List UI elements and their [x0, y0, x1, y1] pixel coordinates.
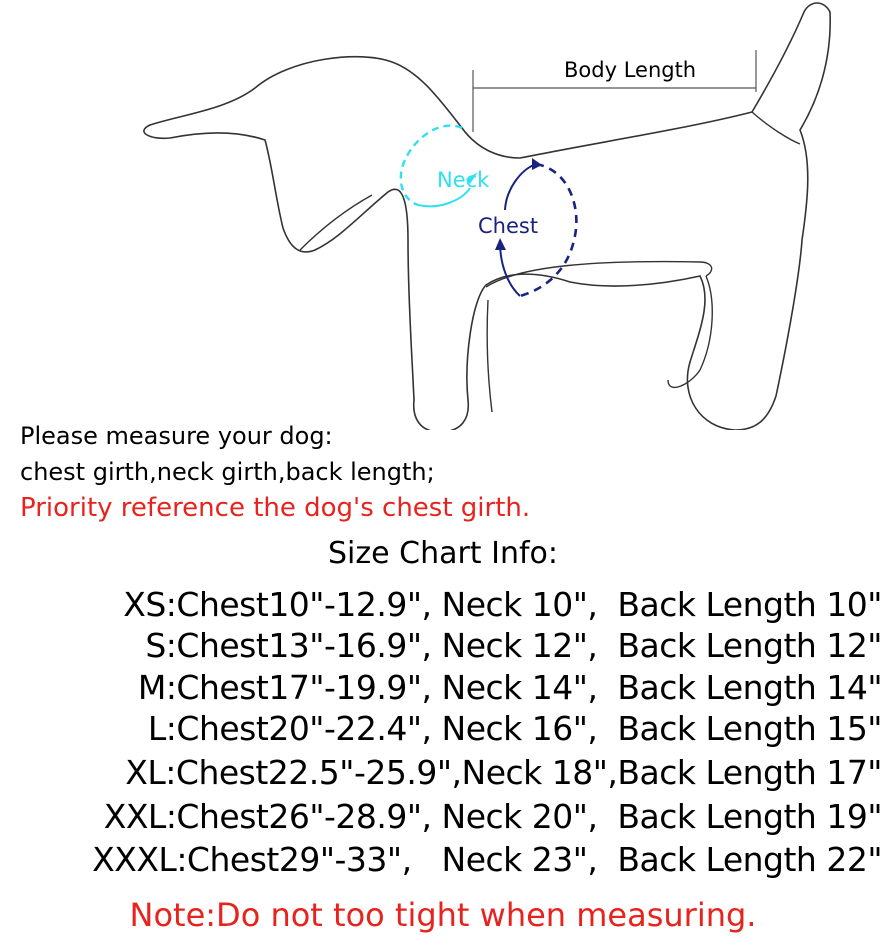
neck-arrow-curve: [417, 187, 471, 208]
chest-lower-curve: [499, 241, 521, 297]
dog-outline: [143, 2, 831, 430]
chest-arrowhead-top: [532, 158, 542, 170]
size-row-xxxl: XXXL:Chest29"-33", Neck 23", Back Length…: [92, 840, 882, 879]
size-row-xs: XS:Chest10"-12.9", Neck 10", Back Length…: [123, 585, 882, 624]
size-row-s: S:Chest13"-16.9", Neck 12", Back Length …: [145, 626, 882, 665]
size-row-xxl: XXL:Chest26"-28.9", Neck 20", Back Lengt…: [103, 797, 883, 836]
measuring-note: Note:Do not too tight when measuring.: [129, 896, 757, 934]
chest-label: Chest: [478, 214, 538, 238]
chest-arrowhead-bottom: [495, 238, 506, 250]
rear-leg-line: [667, 275, 713, 389]
front-leg-line: [486, 299, 493, 413]
instruction-line-1: Please measure your dog:: [20, 422, 333, 450]
neck-label: Neck: [437, 168, 490, 192]
priority-instruction: Priority reference the dog's chest girth…: [20, 493, 531, 523]
tail-line: [751, 111, 801, 145]
neck-dashed-ring: [399, 124, 463, 207]
size-row-xl: XL:Chest22.5"-25.9",Neck 18",Back Length…: [125, 753, 882, 792]
belly-line: [485, 260, 713, 288]
body-length-label: Body Length: [564, 58, 696, 82]
size-row-m: M:Chest17"-19.9", Neck 14", Back Length …: [137, 668, 883, 707]
chest-arrow-curve: [504, 163, 537, 211]
neck-arrowhead: [466, 172, 478, 184]
instruction-line-2: chest girth,neck girth,back length;: [20, 458, 435, 486]
size-chart-title: Size Chart Info:: [328, 536, 558, 571]
measurement-instructions: Please measure your dog: chest girth,nec…: [20, 418, 530, 526]
ear-line: [299, 194, 373, 251]
size-row-l: L:Chest20"-22.4", Neck 16", Back Length …: [147, 709, 883, 748]
dog-measurement-diagram: Body Length Neck Chest: [143, 2, 831, 430]
